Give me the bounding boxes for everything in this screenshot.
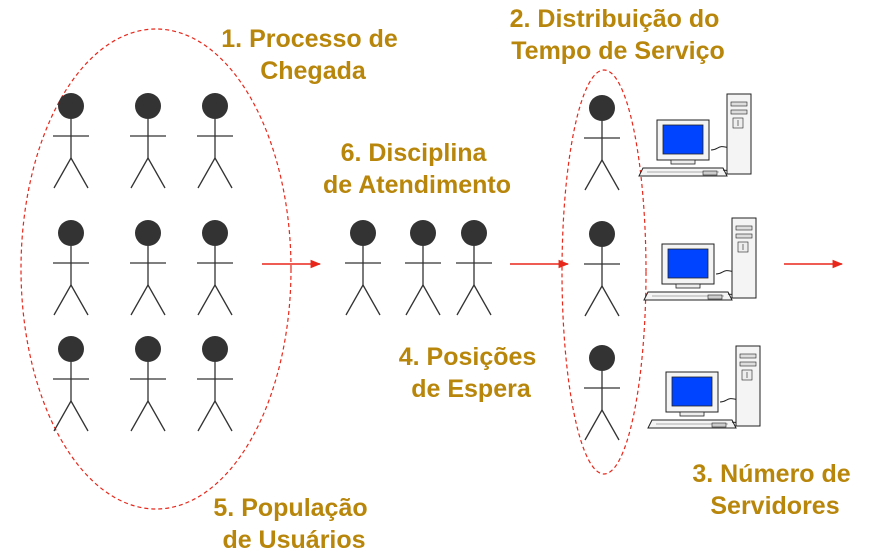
label-discipline: 6. Disciplina de Atendimento <box>323 139 511 199</box>
person-icon <box>129 335 167 432</box>
person-icon <box>404 219 442 316</box>
servers-ellipse <box>561 69 647 475</box>
person-icon <box>583 94 621 191</box>
label-population: 5. População de Usuários <box>213 494 374 554</box>
label-waiting: 4. Posições de Espera <box>399 343 544 403</box>
servers-group <box>638 93 761 429</box>
person-icon <box>196 219 234 316</box>
label-arrival: 1. Processo de Chegada <box>221 25 404 85</box>
computer-workstation-icon <box>643 217 757 301</box>
person-icon <box>52 335 90 432</box>
person-icon <box>52 92 90 189</box>
queue-group <box>344 219 493 316</box>
computer-workstation-icon <box>647 345 761 429</box>
person-icon <box>52 219 90 316</box>
served-group <box>583 94 621 441</box>
person-icon <box>455 219 493 316</box>
label-servers: 3. Número de Servidores <box>692 460 857 520</box>
population-ellipse <box>20 28 292 510</box>
person-icon <box>583 344 621 441</box>
label-service-time: 2. Distribuição do Tempo de Serviço <box>510 5 727 65</box>
computer-workstation-icon <box>638 93 752 177</box>
person-icon <box>129 92 167 189</box>
population-group <box>52 92 234 432</box>
person-icon <box>129 219 167 316</box>
person-icon <box>583 220 621 317</box>
person-icon <box>196 92 234 189</box>
person-icon <box>344 219 382 316</box>
person-icon <box>196 335 234 432</box>
